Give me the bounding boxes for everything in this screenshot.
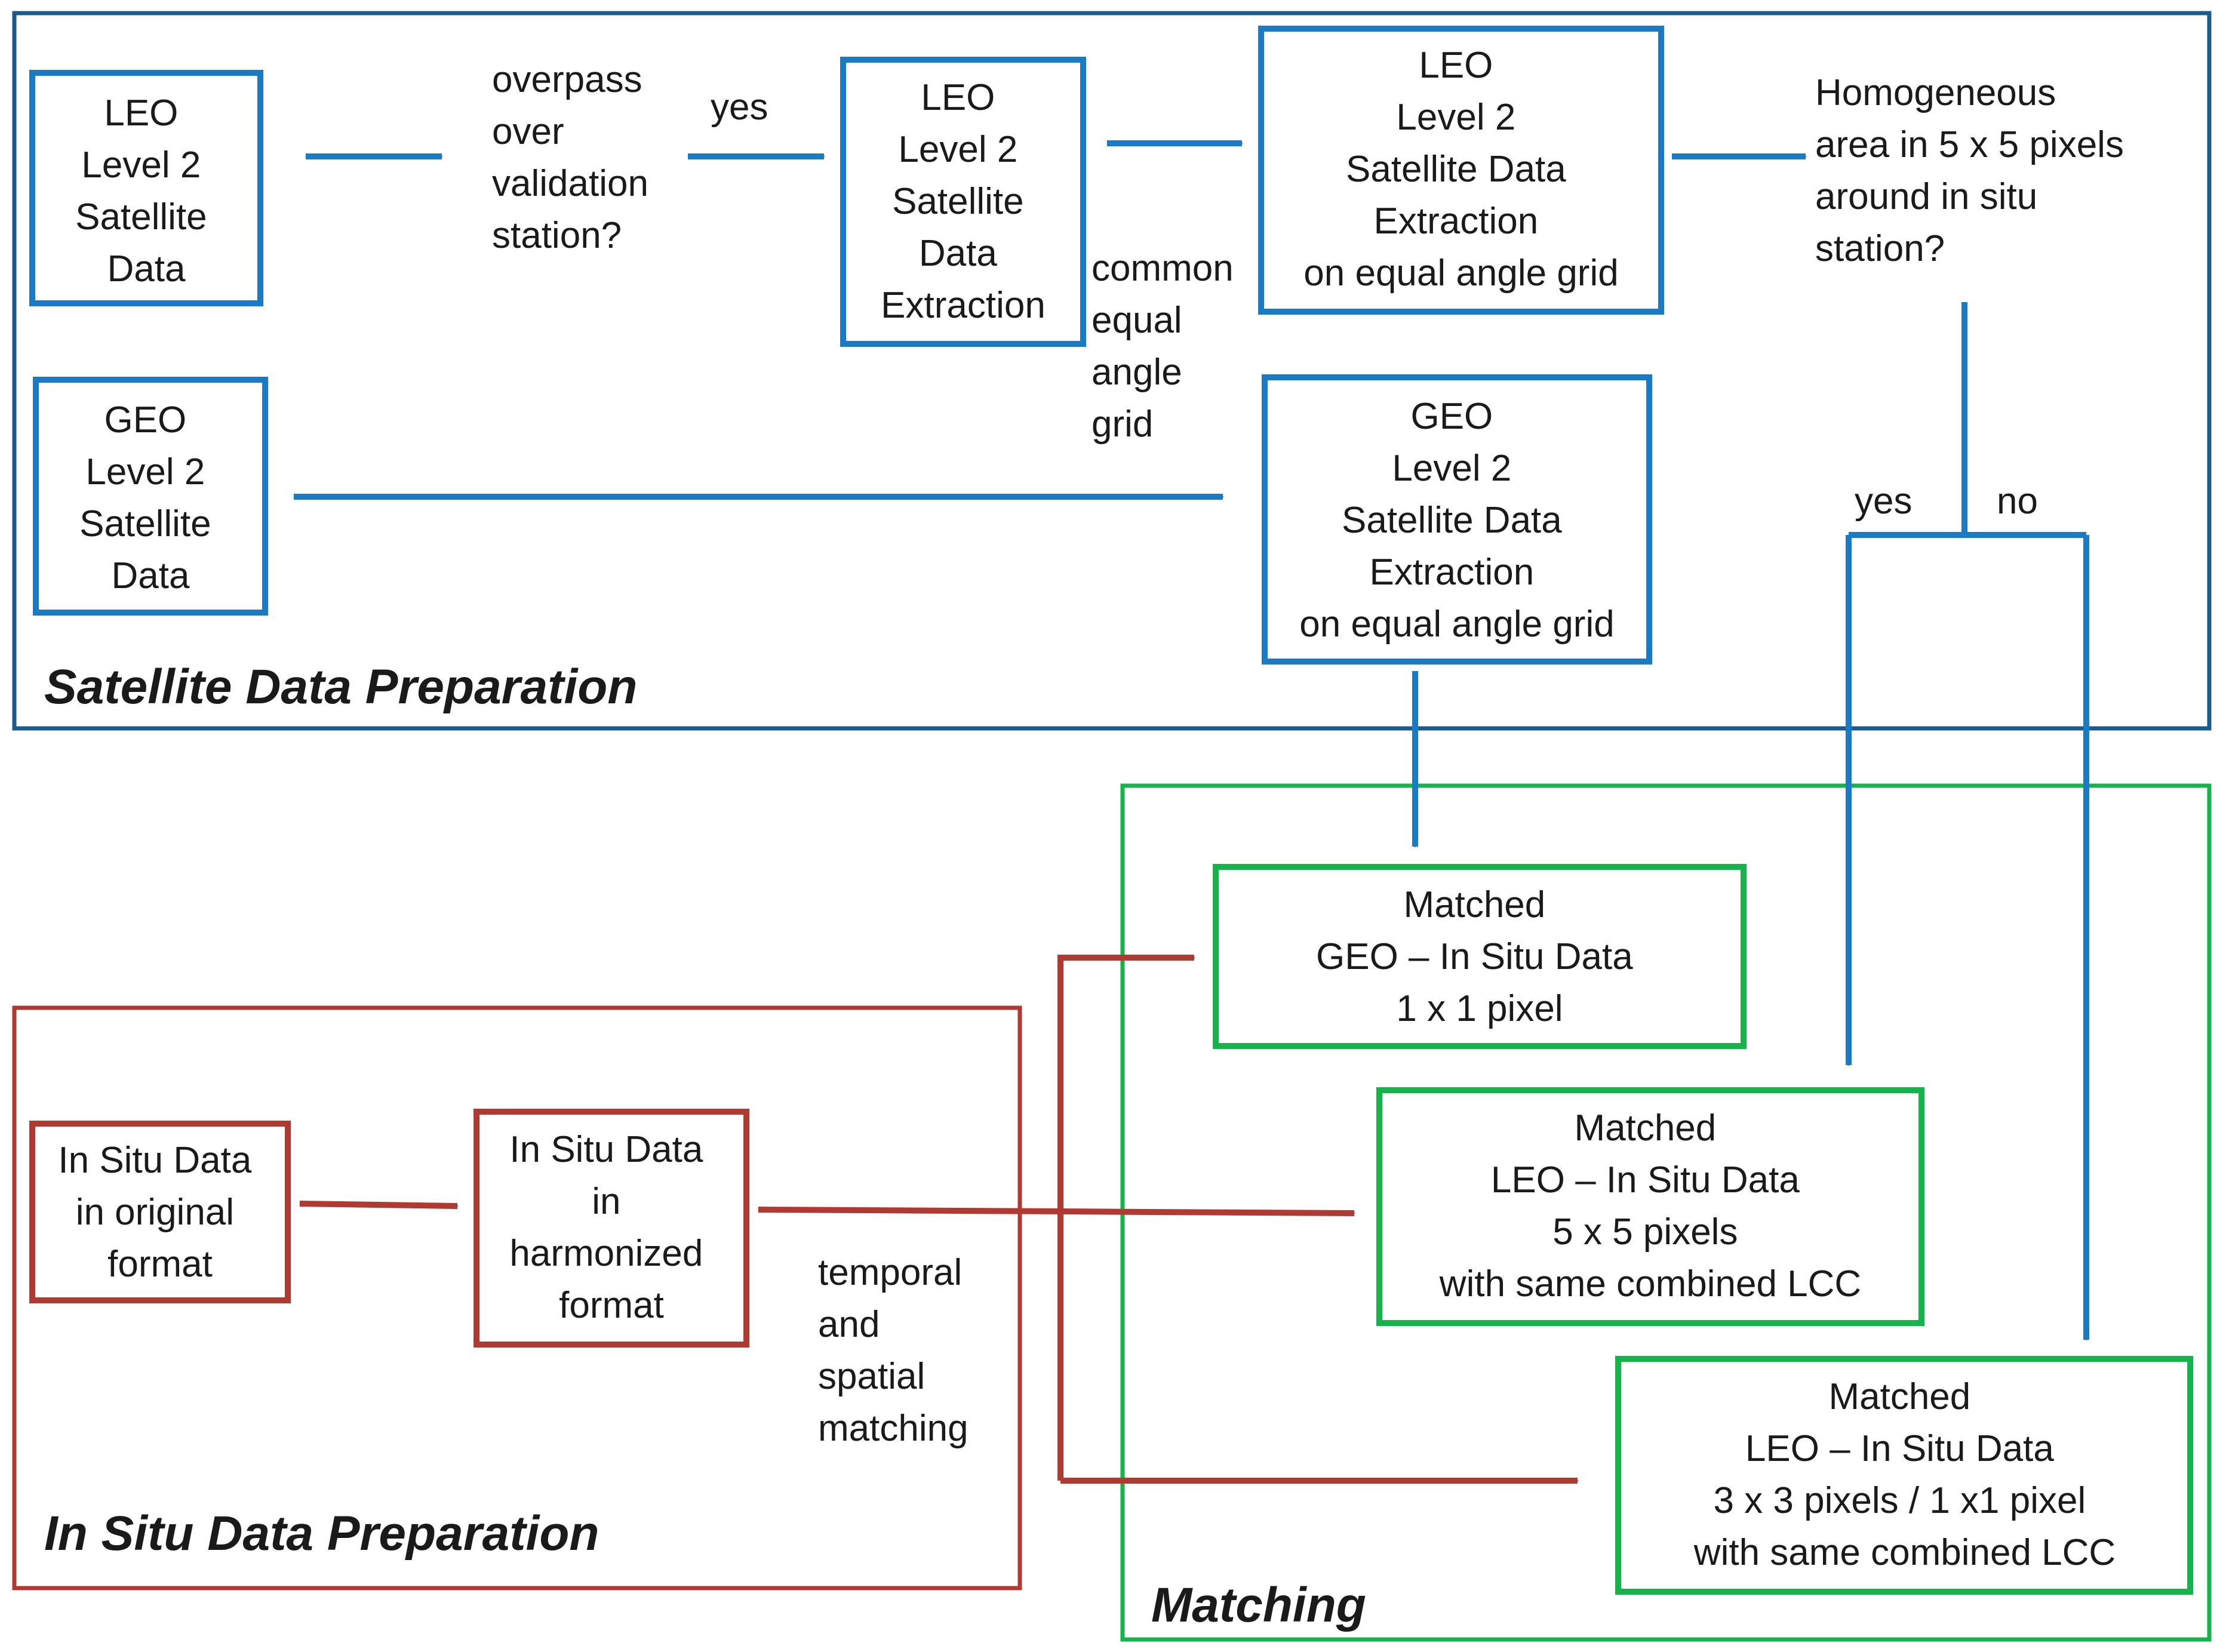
matched-leo-5x5-box <box>1376 1087 1924 1326</box>
arrow-original-to-harmonized <box>299 1201 459 1209</box>
satellite-section-title: Satellite Data Preparation <box>44 660 637 714</box>
insitu-harmonized-box <box>473 1109 749 1348</box>
insitu-section-title: In Situ Data Preparation <box>44 1506 599 1561</box>
leo-grid-extraction-label: LEO Level 2 Satellite Data Extraction on… <box>1303 45 1618 294</box>
matched-leo-3x3-box <box>1615 1356 2193 1595</box>
common-grid-label: common equal angle grid <box>1091 248 1244 445</box>
insitu-section-frame <box>12 1005 1022 1591</box>
geo-input-label: GEO Level 2 Satellite Data <box>79 399 222 596</box>
matched-leo-5x5-label: Matched LEO – In Situ Data 5 x 5 pixels … <box>1439 1108 1861 1305</box>
overpass-yes-label: yes <box>711 87 768 128</box>
geo-input-box <box>33 377 268 616</box>
matched-leo-3x3-label: Matched LEO – In Situ Data 3 x 3 pixels … <box>1693 1376 2116 1573</box>
leo-extraction-label: LEO Level 2 Satellite Data Extraction <box>881 77 1046 326</box>
geo-grid-extraction-label: GEO Level 2 Satellite Data Extraction on… <box>1299 396 1614 645</box>
arrow-to-matched-geo <box>1057 955 1195 1481</box>
homogeneous-no-label: no <box>1997 481 2038 522</box>
leo-extraction-box <box>840 57 1086 347</box>
insitu-harmonized-label: In Situ Data in harmonized format <box>509 1129 713 1326</box>
insitu-original-label: In Situ Data in original format <box>58 1140 262 1285</box>
overpass-question-label: overpass over validation station? <box>492 59 659 256</box>
satellite-section-frame <box>12 11 2212 731</box>
matched-geo-box <box>1213 864 1747 1049</box>
leo-input-box <box>29 70 263 306</box>
matched-geo-label: Matched GEO – In Situ Data 1 x 1 pixel <box>1316 884 1643 1029</box>
insitu-original-box <box>29 1121 291 1303</box>
geo-grid-extraction-box <box>1262 374 1652 665</box>
matching-section-title: Matching <box>1151 1578 1366 1632</box>
leo-grid-extraction-box <box>1258 26 1664 315</box>
temporal-spatial-label: temporal and spatial matching <box>818 1252 972 1449</box>
arrow-harmonized-to-matched-leo-5x5 <box>758 1207 1355 1216</box>
homogeneous-yes-label: yes <box>1855 481 1912 522</box>
leo-input-label: LEO Level 2 Satellite Data <box>75 93 217 290</box>
homogeneous-question-label: Homogeneous area in 5 x 5 pixels around … <box>1815 72 2134 269</box>
